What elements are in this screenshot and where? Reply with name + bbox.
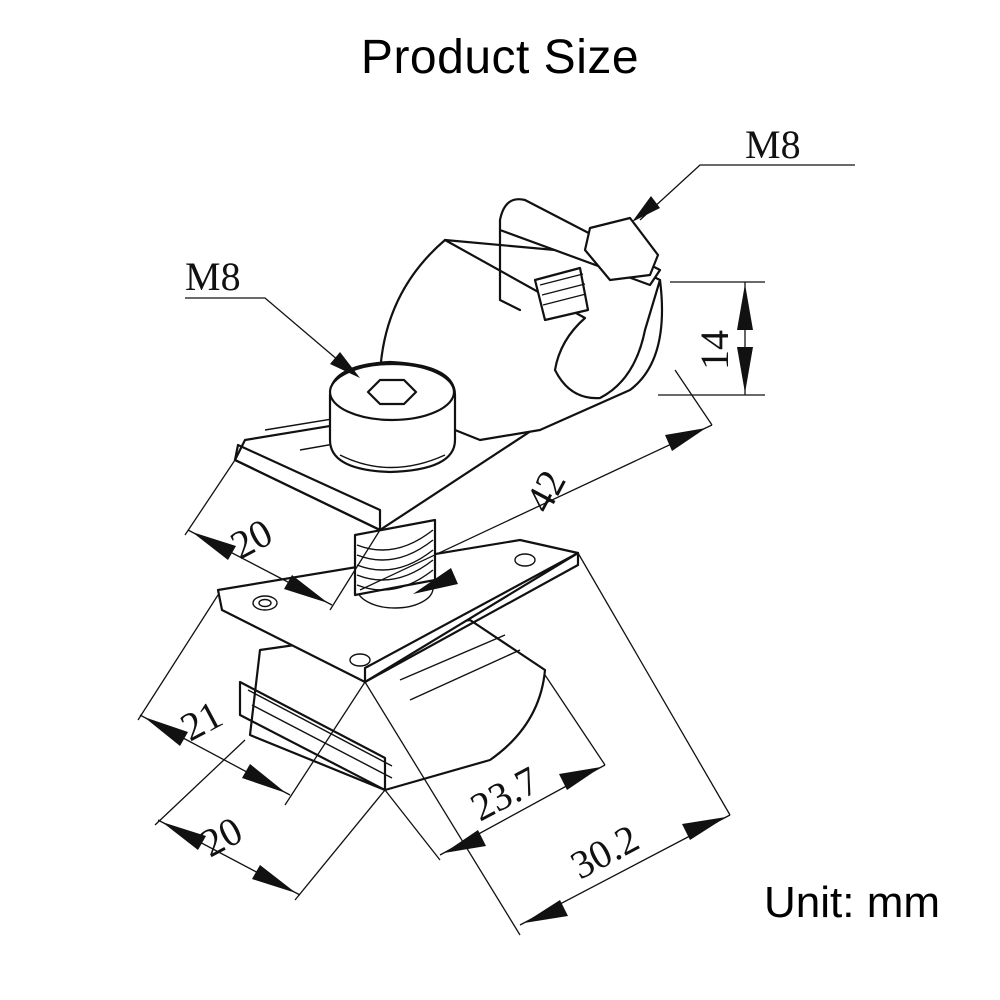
t-nut [238,618,547,792]
socket-cap-screw [328,360,457,474]
page-title: Product Size [360,31,640,84]
dimension-lines [137,164,855,936]
dim-length: 42 [516,463,575,519]
clamp-body [233,198,664,532]
dim-height: 14 [692,330,737,370]
unit-label: Unit: mm [764,878,940,927]
dim-plate-length: 30.2 [563,815,646,888]
dim-nut-width: 20 [193,807,249,866]
callout-m8-top: M8 [745,122,801,167]
dim-nut-length: 23.7 [463,757,546,830]
callout-m8-front: M8 [185,254,241,299]
dim-top-width: 20 [223,509,279,568]
